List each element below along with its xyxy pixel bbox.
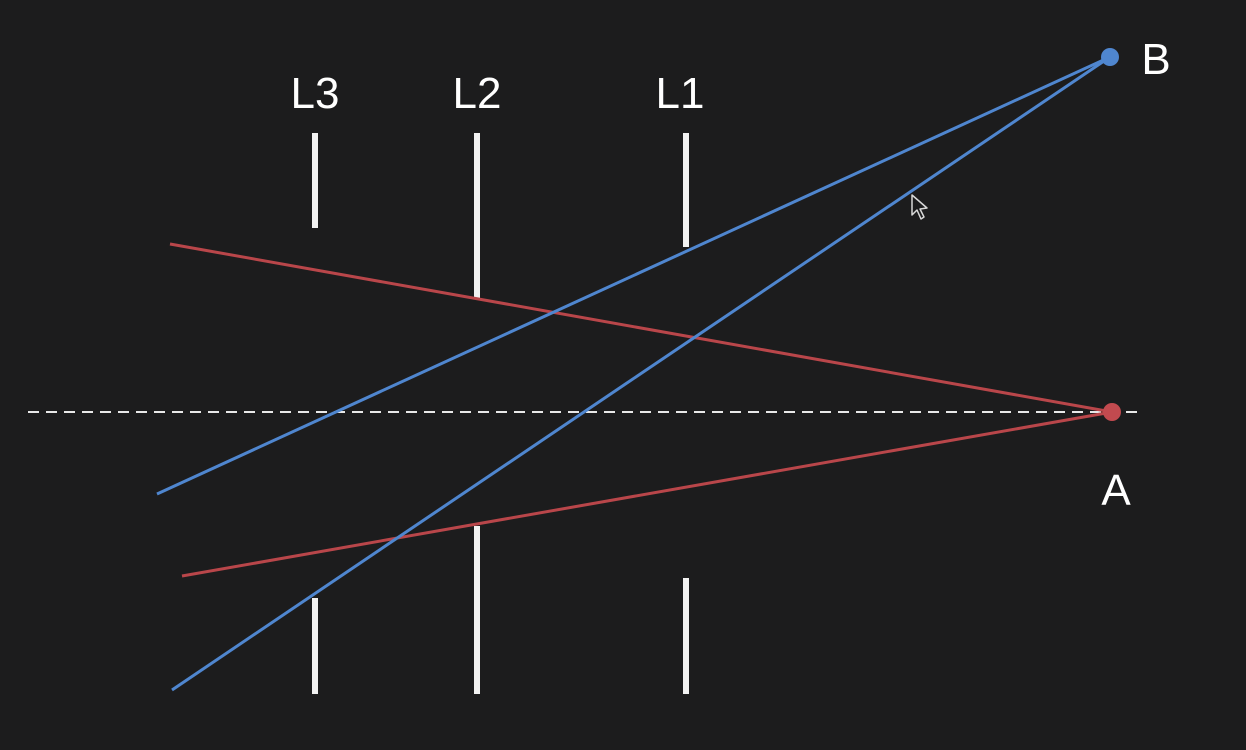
lens-l1-label: L1: [656, 69, 705, 118]
lens-l3-label: L3: [291, 69, 340, 118]
ray-b-upper: [156, 55, 1111, 496]
lens-l2-label: L2: [453, 69, 502, 118]
ray-a-upper: [169, 242, 1113, 414]
mouse-pointer-icon: [911, 194, 928, 220]
point-a-label: A: [1101, 466, 1131, 515]
point-a-marker: [1103, 403, 1121, 421]
point-b-marker: [1101, 48, 1119, 66]
point-b-label: B: [1141, 35, 1170, 84]
ray-b-lower: [171, 55, 1111, 692]
ray-a-lower: [181, 410, 1113, 578]
